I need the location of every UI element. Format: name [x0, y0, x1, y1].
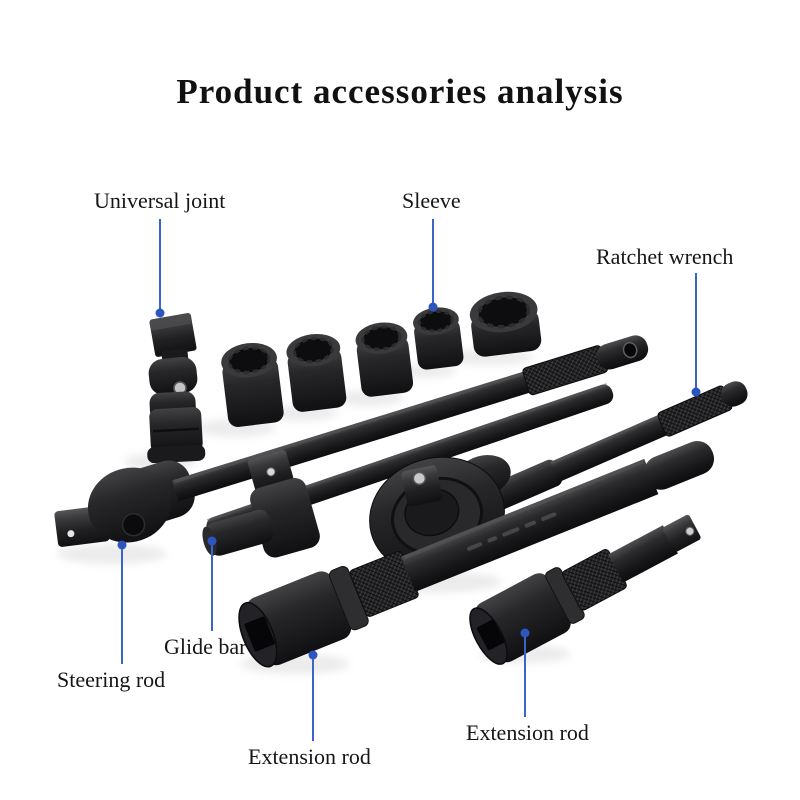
- label-universal-joint: Universal joint: [94, 188, 226, 213]
- hanging-hole: [622, 341, 638, 359]
- extension-rod-right-tool: [469, 514, 701, 665]
- socket-sleeve-3: [355, 322, 414, 397]
- socket-sleeve-5: [469, 291, 542, 357]
- drive-screw: [412, 471, 427, 486]
- callout-sleeve: [428, 219, 438, 312]
- label-extension-rod-right: Extension rod: [466, 720, 589, 745]
- socket-sleeve-1: [221, 342, 284, 427]
- label-glide-bar: Glide bar: [164, 634, 247, 659]
- glide-bar-tool: [202, 383, 614, 558]
- label-sleeve: Sleeve: [402, 188, 461, 213]
- label-ratchet-wrench: Ratchet wrench: [596, 244, 734, 269]
- label-steering-rod: Steering rod: [57, 667, 166, 692]
- engraved-markings: [467, 512, 557, 551]
- universal-joint-tool: [147, 313, 206, 464]
- page-title: Product accessories analysis: [176, 72, 624, 111]
- callout-glide-bar: [207, 536, 217, 631]
- callout-ratchet-wrench: [691, 273, 701, 397]
- callout-extension-rod-right: [520, 628, 530, 717]
- socket-sleeve-4: [413, 307, 464, 370]
- label-extension-rod-front: Extension rod: [248, 744, 371, 769]
- callout-steering-rod: [117, 540, 127, 664]
- extension-rod-front-tool: [238, 440, 715, 668]
- ball-detent: [685, 526, 695, 536]
- socket-sleeve-2: [286, 333, 347, 412]
- callout-extension-rod-front: [308, 650, 318, 741]
- callout-universal-joint: [155, 219, 165, 318]
